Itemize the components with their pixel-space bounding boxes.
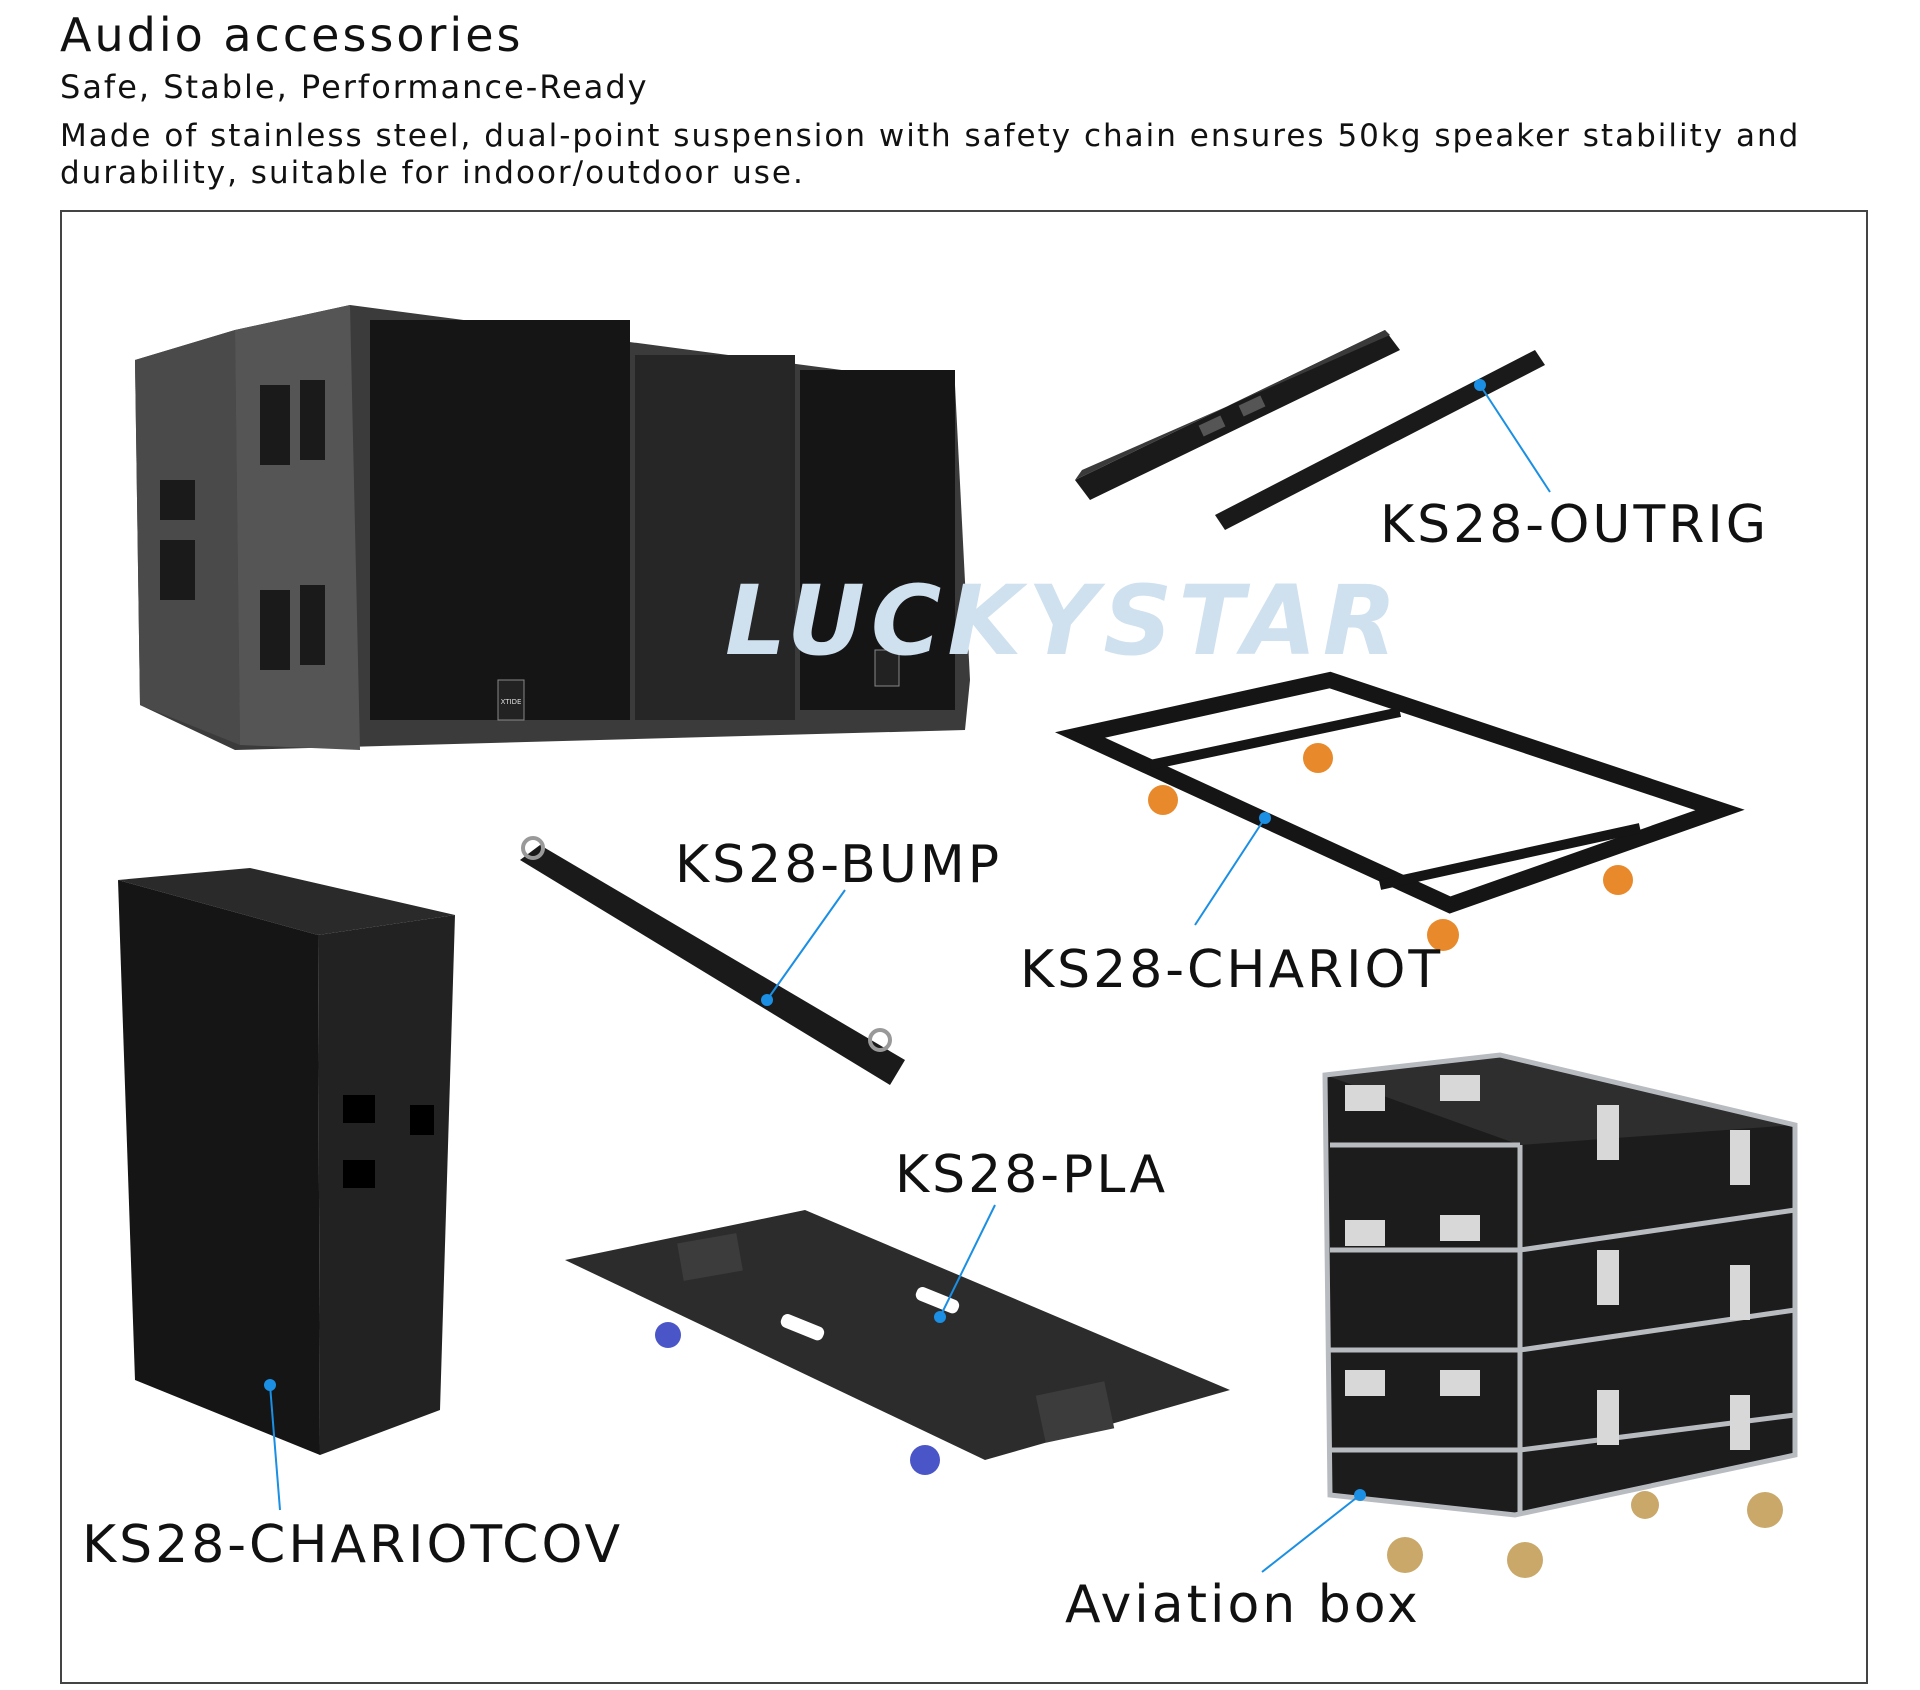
brand-watermark: LUCKYSTAR <box>725 565 1403 677</box>
chariot-wheels <box>1148 743 1633 951</box>
chariot-image <box>1054 671 1745 914</box>
subwoofer-speaker-image: XTIDE <box>135 305 970 750</box>
speaker-logo-text: XTIDE <box>501 698 522 706</box>
aviation-box-image <box>1322 1052 1798 1578</box>
page-subtitle: Safe, Stable, Performance-Ready <box>60 68 649 106</box>
label-ks28-outrig: KS28-OUTRIG <box>1380 495 1770 555</box>
label-ks28-bump: KS28-BUMP <box>675 835 1003 895</box>
outrig-image <box>1075 330 1545 530</box>
chariot-cover-image <box>118 868 455 1455</box>
page-title: Audio accessories <box>60 8 524 62</box>
label-ks28-chariot: KS28-CHARIOT <box>1020 940 1444 1000</box>
page-description: Made of stainless steel, dual-point susp… <box>60 118 1801 191</box>
label-pointers <box>264 379 1551 1573</box>
product-frame <box>60 210 1868 1684</box>
label-ks28-pla: KS28-PLA <box>895 1145 1169 1205</box>
label-aviation-box: Aviation box <box>1065 1575 1421 1635</box>
pla-image <box>565 1210 1230 1475</box>
bump-image <box>520 836 905 1085</box>
label-ks28-chariotcov: KS28-CHARIOTCOV <box>82 1515 624 1575</box>
